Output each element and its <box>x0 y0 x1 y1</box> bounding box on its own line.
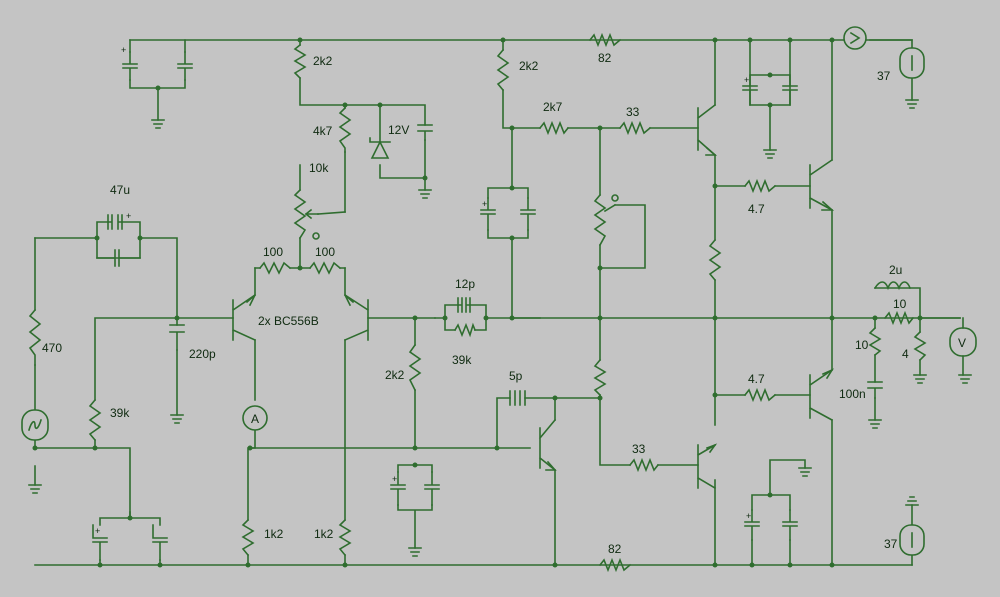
label-r-39k-left: 39k <box>110 406 130 420</box>
label-c-100n: 100n <box>839 387 866 401</box>
label-zener-12v: 12V <box>388 123 409 137</box>
label-r-1k2-right: 1k2 <box>314 527 334 541</box>
potentiometer-bias <box>593 193 607 247</box>
resistor-39k-left <box>88 398 102 442</box>
label-r-470: 470 <box>42 341 62 355</box>
potentiometer-10k <box>293 188 307 240</box>
resistor-33-bottom <box>628 457 660 473</box>
resistor-4-7-top <box>743 178 777 194</box>
resistor-82-bottom <box>598 557 632 573</box>
label-r-2k2-top-left: 2k2 <box>313 54 333 68</box>
label-r-33-top: 33 <box>626 105 640 119</box>
label-c-5p: 5p <box>509 369 523 383</box>
resistor-33-top <box>618 120 652 136</box>
label-r-4-7-top: 4.7 <box>748 202 765 216</box>
label-ammeter: A <box>251 412 259 426</box>
label-r-4-7-bottom: 4.7 <box>748 372 765 386</box>
component-labels: 2k2 4k7 12V 10k 47u 100 100 2x BC556B 47… <box>42 51 966 556</box>
label-r-2k2-mid: 2k2 <box>385 368 405 382</box>
svg-text:+: + <box>744 75 749 85</box>
resistor-10-zobel <box>868 326 882 357</box>
label-c-12p: 12p <box>455 277 475 291</box>
svg-text:+: + <box>482 199 487 209</box>
label-c-220p: 220p <box>189 347 216 361</box>
resistors <box>28 32 927 573</box>
label-r-load-4: 4 <box>902 347 909 361</box>
label-r-2k7: 2k7 <box>543 100 563 114</box>
label-r-39k-feedback: 39k <box>452 353 472 367</box>
label-r-10-series: 10 <box>893 297 907 311</box>
resistor-2k2-mid <box>408 343 422 392</box>
svg-text:+: + <box>392 474 397 484</box>
resistor-vas-emitter <box>593 358 607 397</box>
label-r-100-right: 100 <box>315 245 335 259</box>
label-pot-10k: 10k <box>309 161 329 175</box>
label-r-33-bottom: 33 <box>632 442 646 456</box>
transistors <box>231 103 835 490</box>
resistor-470 <box>28 308 42 366</box>
resistor-100-right <box>308 261 342 275</box>
svg-text:+: + <box>746 511 751 521</box>
resistor-2k2-top-left <box>293 43 307 80</box>
wiring <box>34 39 961 566</box>
resistor-4-7-bottom <box>743 387 777 403</box>
zener-diode <box>369 137 391 159</box>
label-supply-top: 37 <box>877 69 891 83</box>
resistor-load-4 <box>913 330 927 362</box>
label-l-2u: 2u <box>889 263 902 277</box>
resistor-bias-upper <box>708 238 722 282</box>
capacitors: + + + + + + + . <box>92 45 883 561</box>
instruments <box>21 26 977 556</box>
label-r-82-bottom: 82 <box>608 542 622 556</box>
label-r-4k7: 4k7 <box>313 124 333 138</box>
label-transistor-pair: 2x BC556B <box>258 314 319 328</box>
inductor-2u <box>873 281 912 291</box>
resistor-2k2-top-mid <box>496 48 510 92</box>
label-c-47u: 47u <box>110 183 130 197</box>
resistor-100-left <box>258 261 292 275</box>
svg-text:+: + <box>126 211 131 221</box>
resistor-39k-feedback <box>453 322 477 338</box>
label-r-82-top: 82 <box>598 51 612 65</box>
junction-dots <box>32 37 923 568</box>
label-r-1k2-left: 1k2 <box>264 527 284 541</box>
svg-text:+: + <box>95 526 100 536</box>
label-voltmeter: V <box>958 336 966 350</box>
resistor-1k2-left <box>241 518 255 557</box>
resistor-82-top <box>588 32 622 48</box>
label-supply-bottom: 37 <box>884 537 898 551</box>
label-r-100-left: 100 <box>263 245 283 259</box>
resistor-1k2-right <box>338 518 352 557</box>
ammeter-icon <box>242 405 268 431</box>
label-r-2k2-top-mid: 2k2 <box>519 59 539 73</box>
label-r-10-zobel: 10 <box>855 338 869 352</box>
svg-text:+: + <box>121 45 126 55</box>
resistor-4k7 <box>338 106 352 153</box>
resistor-2k7 <box>538 120 570 136</box>
current-probe-icon <box>843 26 867 50</box>
resistor-10-series <box>883 310 915 326</box>
ground-symbols <box>28 99 972 557</box>
